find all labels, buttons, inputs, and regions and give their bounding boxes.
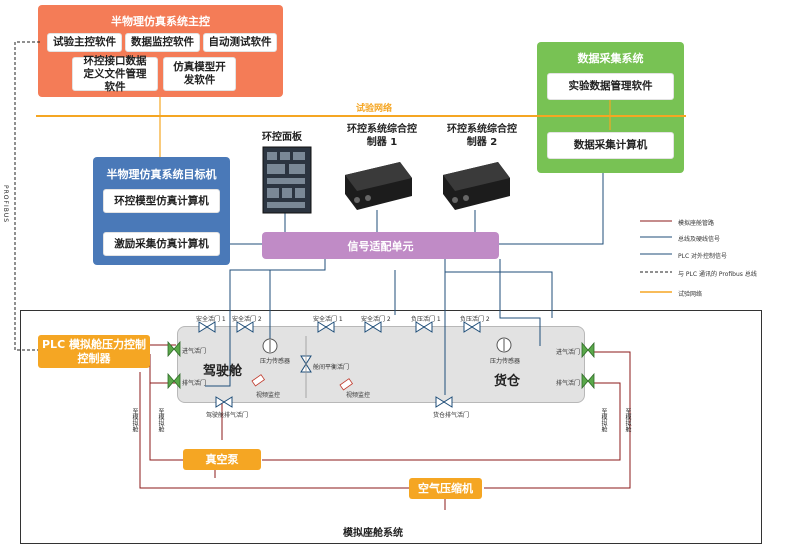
system-label: 模拟座舱系统 bbox=[343, 528, 403, 539]
data-monitor-software: 数据监控软件 bbox=[125, 33, 200, 52]
cargo-exhaust-label: 货仓排气活门 bbox=[433, 412, 470, 419]
safety-valve-1b-label: 安全活门 1 bbox=[313, 316, 343, 323]
stimulus-computer: 激励采集仿真计算机 bbox=[103, 232, 220, 256]
profibus-label: PROFIBUS bbox=[2, 185, 9, 224]
pressure-sensor-right-label: 压力传感器 bbox=[490, 358, 521, 365]
inlet-valve-right-label: 进气活门 bbox=[556, 349, 581, 356]
negative-valve-2-label: 负压活门 2 bbox=[460, 316, 490, 323]
signal-adapter-unit: 信号适配单元 bbox=[262, 232, 499, 259]
controller2-label: 环控系统综合控制器 2 bbox=[447, 124, 517, 148]
cargo-label: 货仓 bbox=[494, 374, 521, 389]
legend-network: 试验网络 bbox=[678, 291, 703, 298]
safety-valve-2a-label: 安全活门 2 bbox=[232, 316, 262, 323]
interface-definition-software: 环控接口数据定义文件管理软件 bbox=[72, 55, 158, 93]
auto-test-software: 自动测试软件 bbox=[203, 33, 277, 52]
ecs-model-computer: 环控模型仿真计算机 bbox=[103, 189, 220, 213]
panel-label: 环控面板 bbox=[262, 132, 302, 143]
simulated-cabin-system-frame bbox=[20, 310, 762, 544]
target-machine-title: 半物理仿真系统目标机 bbox=[106, 168, 217, 181]
data-management-software: 实验数据管理软件 bbox=[547, 73, 674, 100]
legend-profibus: 与 PLC 通讯的 Profibus 总线 bbox=[678, 271, 757, 278]
cabin-body bbox=[177, 326, 585, 403]
target-machine-block: 半物理仿真系统目标机 环控模型仿真计算机 激励采集仿真计算机 bbox=[93, 157, 230, 265]
test-network-label: 试验网络 bbox=[356, 104, 393, 114]
air-compressor: 空气压缩机 bbox=[409, 478, 482, 499]
pipe-label-right-a: 至模拟舱 bbox=[600, 408, 607, 432]
video-monitor-1-label: 视频监控 bbox=[256, 392, 281, 399]
pressure-sensor-left-label: 压力传感器 bbox=[260, 358, 291, 365]
main-controller-title: 半物理仿真系统主控 bbox=[111, 15, 210, 28]
balance-valve-label: 舱间平衡活门 bbox=[313, 364, 350, 371]
cockpit-label: 驾驶舱 bbox=[203, 364, 243, 379]
negative-valve-1-label: 负压活门 1 bbox=[411, 316, 441, 323]
inlet-valve-left-label: 进气活门 bbox=[182, 348, 207, 355]
controller1-label: 环控系统综合控制器 1 bbox=[347, 124, 417, 148]
pipe-label-left-b: 至模拟舱 bbox=[157, 408, 164, 432]
legend-pipe: 模拟座舱管路 bbox=[678, 220, 715, 227]
vacuum-pump: 真空泵 bbox=[183, 449, 261, 470]
plc-controller: PLC 模拟舱压力控制控制器 bbox=[38, 335, 150, 368]
test-master-software: 试验主控软件 bbox=[47, 33, 122, 52]
cockpit-exhaust-label: 驾驶舱排气活门 bbox=[206, 412, 249, 419]
main-controller-block: 半物理仿真系统主控 试验主控软件 数据监控软件 自动测试软件 环控接口数据定义文… bbox=[38, 5, 283, 97]
legend-bus: 总线及硬线信号 bbox=[678, 236, 721, 243]
pipe-label-right-b: 至模拟舱 bbox=[624, 408, 631, 432]
daq-computer: 数据采集计算机 bbox=[547, 132, 674, 159]
data-acquisition-title: 数据采集系统 bbox=[577, 52, 644, 65]
outlet-valve-right-label: 排气活门 bbox=[556, 380, 581, 387]
legend-plc-signal: PLC 对外控制信号 bbox=[678, 253, 728, 260]
safety-valve-1a-label: 安全活门 1 bbox=[196, 316, 226, 323]
outlet-valve-left-label: 排气活门 bbox=[182, 380, 207, 387]
pipe-label-left-a: 至模拟舱 bbox=[131, 408, 138, 432]
model-dev-software: 仿真模型开发软件 bbox=[163, 57, 236, 91]
video-monitor-2-label: 视频监控 bbox=[346, 392, 371, 399]
safety-valve-2b-label: 安全活门 2 bbox=[361, 316, 391, 323]
